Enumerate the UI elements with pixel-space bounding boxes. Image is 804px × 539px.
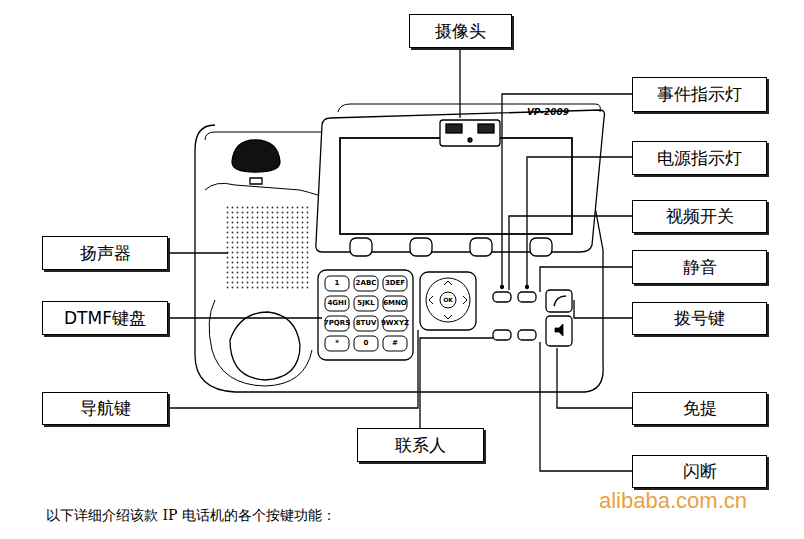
callout-box: DTMF键盘 — [42, 301, 168, 335]
key-label: 5JKL — [357, 300, 374, 307]
keypad-key — [354, 316, 378, 331]
key-label: 2ABC — [356, 280, 377, 287]
callout-text: 扬声器 — [80, 242, 131, 265]
callout-text: 拨号键 — [674, 307, 725, 330]
keypad-key — [354, 296, 378, 311]
key-label: OK — [443, 297, 453, 303]
keypad-key — [354, 276, 378, 291]
callout-text: 联系人 — [395, 434, 446, 457]
callout-text: 闪断 — [683, 460, 717, 483]
callout-box: 拨号键 — [632, 302, 767, 335]
callout-text: 摄像头 — [435, 20, 486, 43]
key-label: 6MNO — [383, 300, 407, 307]
key-label: 8TUV — [356, 320, 377, 327]
callout-box: 导航键 — [42, 392, 168, 425]
keypad-key — [383, 336, 407, 351]
callout-box: 电源指示灯 — [632, 141, 767, 175]
callout-box: 扬声器 — [42, 236, 168, 270]
key-label: 7PQRS — [324, 320, 350, 327]
model-name: VP-2009 — [527, 108, 569, 117]
key-label: 1 — [335, 280, 340, 287]
key-label: 3DEF — [385, 280, 405, 287]
keypad-key — [354, 336, 378, 351]
callout-text: 免提 — [683, 397, 717, 420]
callout-box: 免提 — [632, 392, 767, 425]
callout-text: 导航键 — [80, 397, 131, 420]
callout-box: 闪断 — [632, 455, 767, 488]
keypad-key — [383, 276, 407, 291]
callout-box: 摄像头 — [409, 14, 512, 48]
key-label: 4GHI — [327, 300, 346, 307]
keypad-key — [325, 276, 349, 291]
key-label: 9WXYZ — [381, 320, 409, 327]
key-label: # — [392, 340, 398, 347]
callout-text: 视频开关 — [666, 205, 734, 228]
callout-box: 静音 — [632, 250, 767, 284]
callout-box: 视频开关 — [632, 200, 767, 233]
callout-box: 事件指示灯 — [632, 77, 767, 112]
key-label: 0 — [364, 340, 369, 347]
callout-text: 电源指示灯 — [657, 147, 742, 170]
keypad-key — [325, 296, 349, 311]
callout-box: 联系人 — [357, 428, 484, 462]
keypad-key — [325, 336, 349, 351]
callout-text: 事件指示灯 — [657, 83, 742, 106]
keypad-key — [383, 296, 407, 311]
key-label: * — [335, 340, 339, 347]
callout-text: DTMF键盘 — [64, 307, 146, 330]
watermark: alibaba.com.cn — [599, 490, 747, 512]
callout-text: 静音 — [683, 256, 717, 279]
caption: 以下详细介绍该款 IP 电话机的各个按键功能： — [46, 508, 336, 522]
